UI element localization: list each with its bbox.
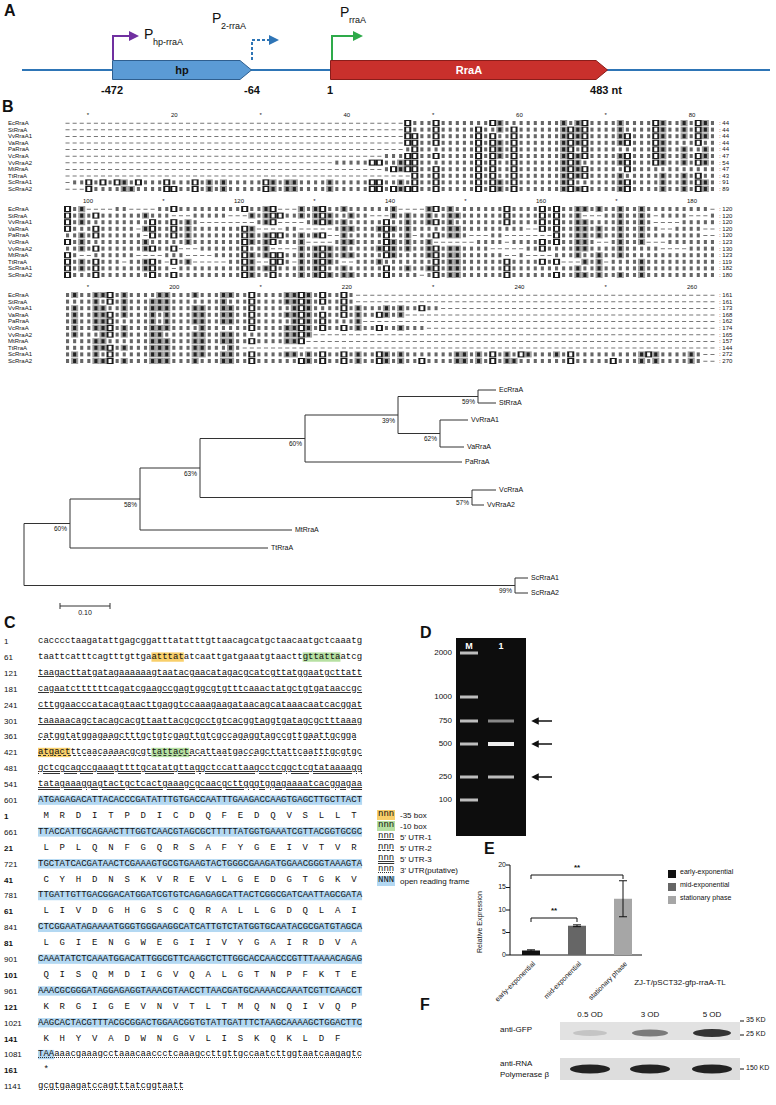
- figure-page: ABCDEFPhp-rraAP2-rraAPrraA-472-641483 nt…: [0, 0, 776, 1105]
